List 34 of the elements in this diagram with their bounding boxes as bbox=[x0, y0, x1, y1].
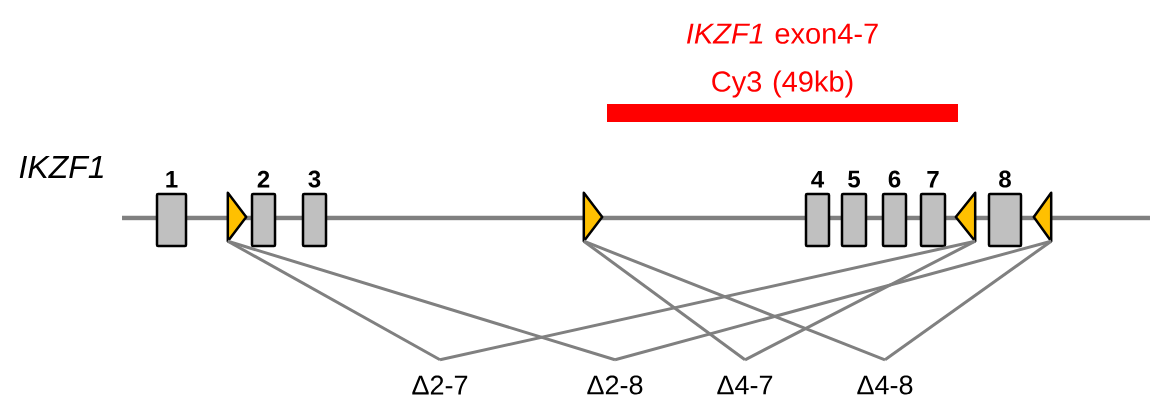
exon-box: 8 bbox=[987, 170, 1023, 248]
exon-box: 6 bbox=[881, 170, 908, 248]
breakpoint-triangle bbox=[226, 191, 248, 243]
splice-line bbox=[439, 239, 976, 362]
exon-box: 5 bbox=[840, 170, 868, 248]
exon-box: 1 bbox=[155, 171, 188, 248]
exon-box: 7 bbox=[919, 171, 947, 248]
node-label: IKZF1 exon4-7 Cy3 (49kb) bbox=[686, 23, 878, 98]
splice-line bbox=[614, 239, 1052, 362]
exon-box: 2 bbox=[250, 170, 277, 248]
deletion-label: Δ4-7 bbox=[717, 375, 773, 395]
node-label: 8 bbox=[999, 170, 1011, 188]
node-label: 1 bbox=[166, 171, 178, 188]
splice-line bbox=[583, 239, 886, 362]
gene-name: IKZF1 bbox=[19, 156, 103, 178]
breakpoint-triangle bbox=[954, 191, 977, 243]
node-label: 4 bbox=[811, 171, 825, 188]
splice-line bbox=[884, 239, 1053, 361]
exon-box: 3 bbox=[301, 170, 328, 248]
deletion-label: Δ2-8 bbox=[587, 375, 643, 395]
deletion-label: Δ4-8 bbox=[857, 375, 913, 395]
exon-box: 4 bbox=[804, 171, 831, 248]
splice-line bbox=[227, 239, 616, 362]
node-label: 3 bbox=[308, 170, 321, 188]
deletion-label: Δ2-7 bbox=[412, 375, 468, 395]
node-label: 7 bbox=[927, 171, 939, 188]
node-label: 2 bbox=[257, 170, 270, 188]
node-label: 5 bbox=[848, 170, 860, 188]
splice-line bbox=[582, 240, 746, 361]
splice-line bbox=[744, 239, 976, 362]
breakpoint-triangle bbox=[582, 191, 604, 243]
probe-bar: IKZF1 exon4-7 Cy3 (49kb) bbox=[607, 23, 958, 122]
breakpoint-triangle bbox=[1032, 191, 1053, 243]
node-label: 6 bbox=[888, 170, 901, 188]
